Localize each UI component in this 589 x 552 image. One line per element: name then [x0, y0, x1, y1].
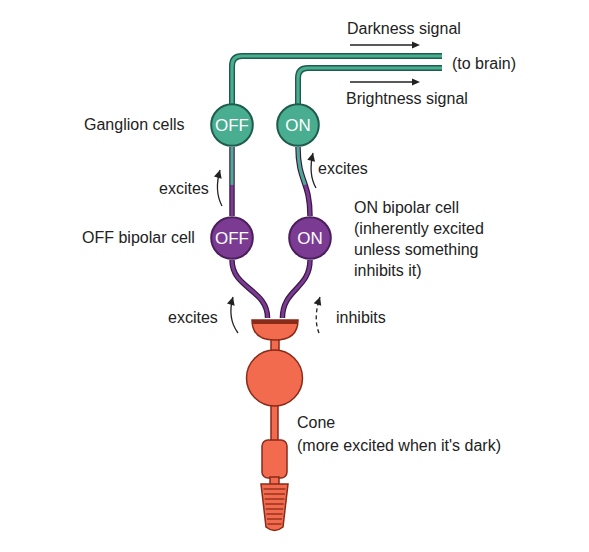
neurite-connector [214, 147, 232, 216]
disc-stripe [267, 518, 282, 519]
neurite-connector [298, 147, 316, 216]
edge-label: excites [168, 307, 218, 328]
disc-stripe [265, 498, 285, 499]
signal-arrow [350, 44, 413, 45]
ganglion-cell: OFF [210, 103, 254, 147]
neurite [232, 260, 268, 318]
signal-arrow-head [412, 42, 420, 49]
neurite [282, 260, 310, 318]
cell-heading: ON bipolar cell [354, 197, 459, 218]
ganglion-cell: ON [276, 103, 320, 147]
disc-stripe [265, 503, 283, 504]
cone-cell: Cone(more excited when it's dark) [244, 318, 306, 534]
edge-label: excites [159, 178, 209, 199]
synaptic-terminal [252, 320, 298, 340]
text-label: Brightness signal [346, 88, 468, 109]
signal-arrow [350, 81, 413, 82]
text-label: (to brain) [452, 53, 516, 74]
text-label: Darkness signal [347, 18, 461, 39]
cell-note: (inherently excited unless something inh… [354, 218, 504, 281]
neurite-outline [229, 147, 235, 216]
neurite-outline [232, 260, 268, 318]
disc-stripe [266, 513, 282, 514]
neurite-upper [298, 147, 310, 216]
inner-segment [262, 440, 287, 478]
bipolar-cell: ONON bipolar cell(inherently excited unl… [288, 216, 332, 260]
neurite-outline [282, 260, 310, 318]
arrow-head [227, 297, 235, 306]
cone-shape [244, 318, 306, 534]
arrow-head [214, 170, 222, 179]
edge-label: excites [318, 158, 368, 179]
cell-label: ON [276, 103, 320, 147]
cell-note: OFF bipolar cell [82, 227, 195, 248]
cell-note: Cone [297, 412, 335, 433]
neurite-outline [298, 147, 310, 216]
signal-arrow-head [412, 79, 420, 86]
disc-stripe [266, 508, 283, 509]
cell-label: ON [288, 216, 332, 260]
text-label: Ganglion cells [84, 114, 185, 135]
arrow-head [314, 297, 322, 306]
cone-axon [271, 402, 278, 442]
cell-label: OFF [210, 216, 254, 260]
bipolar-cell: OFFOFF bipolar cell [210, 216, 254, 260]
cell-heading: (more excited when it's dark) [297, 435, 501, 456]
disc-stripe [268, 523, 282, 524]
disc-stripe [264, 493, 285, 494]
neurite-upper [231, 147, 234, 216]
terminal-edge [252, 320, 298, 324]
outer-segment [261, 484, 288, 531]
cell-label: OFF [210, 103, 254, 147]
neurite [231, 147, 234, 216]
edge-label: inhibits [336, 307, 386, 328]
cone-body [247, 350, 303, 406]
arrow-head [307, 153, 315, 162]
disc-stripe [264, 488, 286, 489]
neurite [298, 147, 310, 216]
